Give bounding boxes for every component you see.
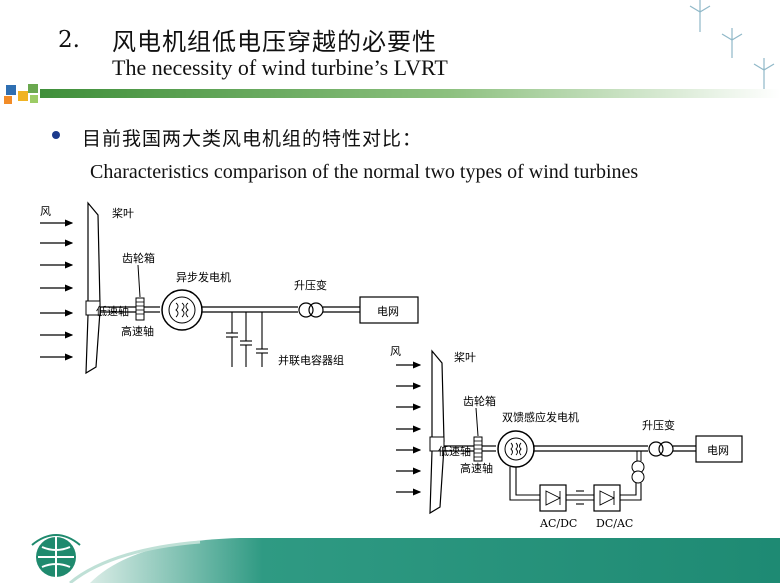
converter-dc-ac bbox=[593, 484, 621, 512]
label-wind: 风 bbox=[390, 345, 401, 358]
dc-link bbox=[566, 490, 594, 505]
wind-arrows bbox=[396, 361, 422, 496]
bullet-text-cn: 目前我国两大类风电机组的特性对比： bbox=[82, 128, 423, 150]
slide-title-en: The necessity of wind turbine’s LVRT bbox=[112, 55, 448, 80]
slide-number: 2. bbox=[58, 27, 80, 53]
diagram-dfig-turbine: 风 桨叶 齿轮箱 低速轴 高速轴 双馈感应发电机 bbox=[390, 345, 743, 530]
label-wind: 风 bbox=[40, 205, 51, 218]
converter-ac-dc bbox=[539, 484, 567, 512]
label-converter-ac-dc: AC/DC bbox=[539, 517, 577, 530]
label-generator: 双馈感应发电机 bbox=[502, 410, 579, 424]
header-divider-bar bbox=[4, 84, 780, 104]
bullet-dot bbox=[52, 131, 60, 139]
label-converter-dc-ac: DC/AC bbox=[596, 517, 633, 530]
label-high-speed-shaft: 高速轴 bbox=[121, 324, 154, 338]
label-low-speed-shaft: 低速轴 bbox=[96, 304, 129, 318]
label-grid: 电网 bbox=[377, 305, 399, 318]
blade-shape bbox=[87, 201, 101, 306]
label-generator: 异步发电机 bbox=[176, 270, 231, 284]
wind-arrows bbox=[40, 219, 74, 361]
grid-box bbox=[359, 296, 419, 324]
footer-band bbox=[69, 538, 780, 583]
gearbox-shape bbox=[135, 297, 145, 321]
label-transformer: 升压变 bbox=[642, 418, 675, 432]
grid-box bbox=[695, 435, 743, 463]
label-transformer: 升压变 bbox=[294, 278, 327, 292]
turbine-icon bbox=[721, 28, 743, 58]
slide-title-cn: 风电机组低电压穿越的必要性 bbox=[112, 28, 437, 56]
label-high-speed-shaft: 高速轴 bbox=[460, 461, 493, 475]
turbine-icon bbox=[689, 0, 711, 32]
turbine-comparison-diagram: 风 桨叶 齿轮箱 低速轴 高速轴 bbox=[40, 201, 743, 530]
capacitor-bank bbox=[226, 312, 268, 367]
turbine-icon bbox=[753, 58, 775, 92]
label-gearbox: 齿轮箱 bbox=[463, 394, 496, 408]
label-low-speed-shaft: 低速轴 bbox=[438, 444, 471, 458]
label-capacitors: 并联电容器组 bbox=[278, 353, 344, 367]
label-blade: 桨叶 bbox=[454, 350, 476, 364]
label-blade: 桨叶 bbox=[112, 206, 134, 220]
state-grid-logo bbox=[31, 534, 81, 577]
bullet-text-en: Characteristics comparison of the normal… bbox=[90, 161, 639, 183]
label-grid: 电网 bbox=[707, 444, 729, 457]
diagram-async-turbine: 风 桨叶 齿轮箱 低速轴 高速轴 bbox=[40, 201, 419, 375]
label-gearbox: 齿轮箱 bbox=[122, 251, 155, 265]
wind-turbine-icons bbox=[689, 0, 775, 92]
